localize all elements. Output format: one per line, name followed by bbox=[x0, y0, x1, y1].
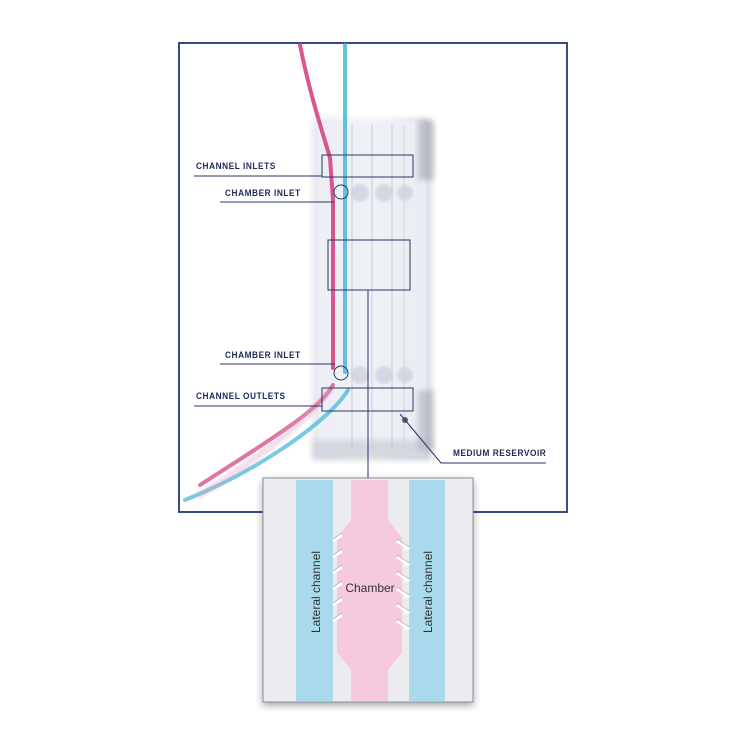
pink-tube-top bbox=[298, 43, 335, 370]
chamber-inlet-top-label: CHAMBER INLET bbox=[225, 188, 301, 198]
right-lateral-channel bbox=[409, 480, 445, 701]
channel-outlets-label: CHANNEL OUTLETS bbox=[196, 391, 286, 401]
chamber-shape bbox=[337, 480, 402, 701]
channel-inlets-label: CHANNEL INLETS bbox=[196, 161, 276, 171]
tubing bbox=[183, 43, 350, 502]
left-lateral-channel bbox=[296, 480, 333, 701]
inset-panel: Lateral channel Chamber Lateral channel bbox=[262, 477, 474, 703]
right-connector-slits-outline bbox=[396, 538, 410, 628]
left-connector-slits-outline bbox=[332, 532, 343, 620]
medium-reservoir-label: MEDIUM RESERVOIR bbox=[453, 448, 547, 458]
right-channel-label: Lateral channel bbox=[421, 551, 435, 633]
channel-inlets-box bbox=[321, 154, 414, 178]
chamber-box bbox=[327, 239, 411, 291]
callout-lines bbox=[194, 175, 546, 478]
chamber-inlet-bottom-label: CHAMBER INLET bbox=[225, 350, 301, 360]
left-connector-slits bbox=[332, 533, 343, 623]
left-channel-label: Lateral channel bbox=[309, 551, 323, 633]
chamber-inlet-top-circle bbox=[333, 184, 349, 200]
right-connector-slits bbox=[396, 539, 410, 631]
chamber-inlet-bottom-circle bbox=[333, 365, 349, 381]
chamber-label: Chamber bbox=[345, 581, 394, 595]
